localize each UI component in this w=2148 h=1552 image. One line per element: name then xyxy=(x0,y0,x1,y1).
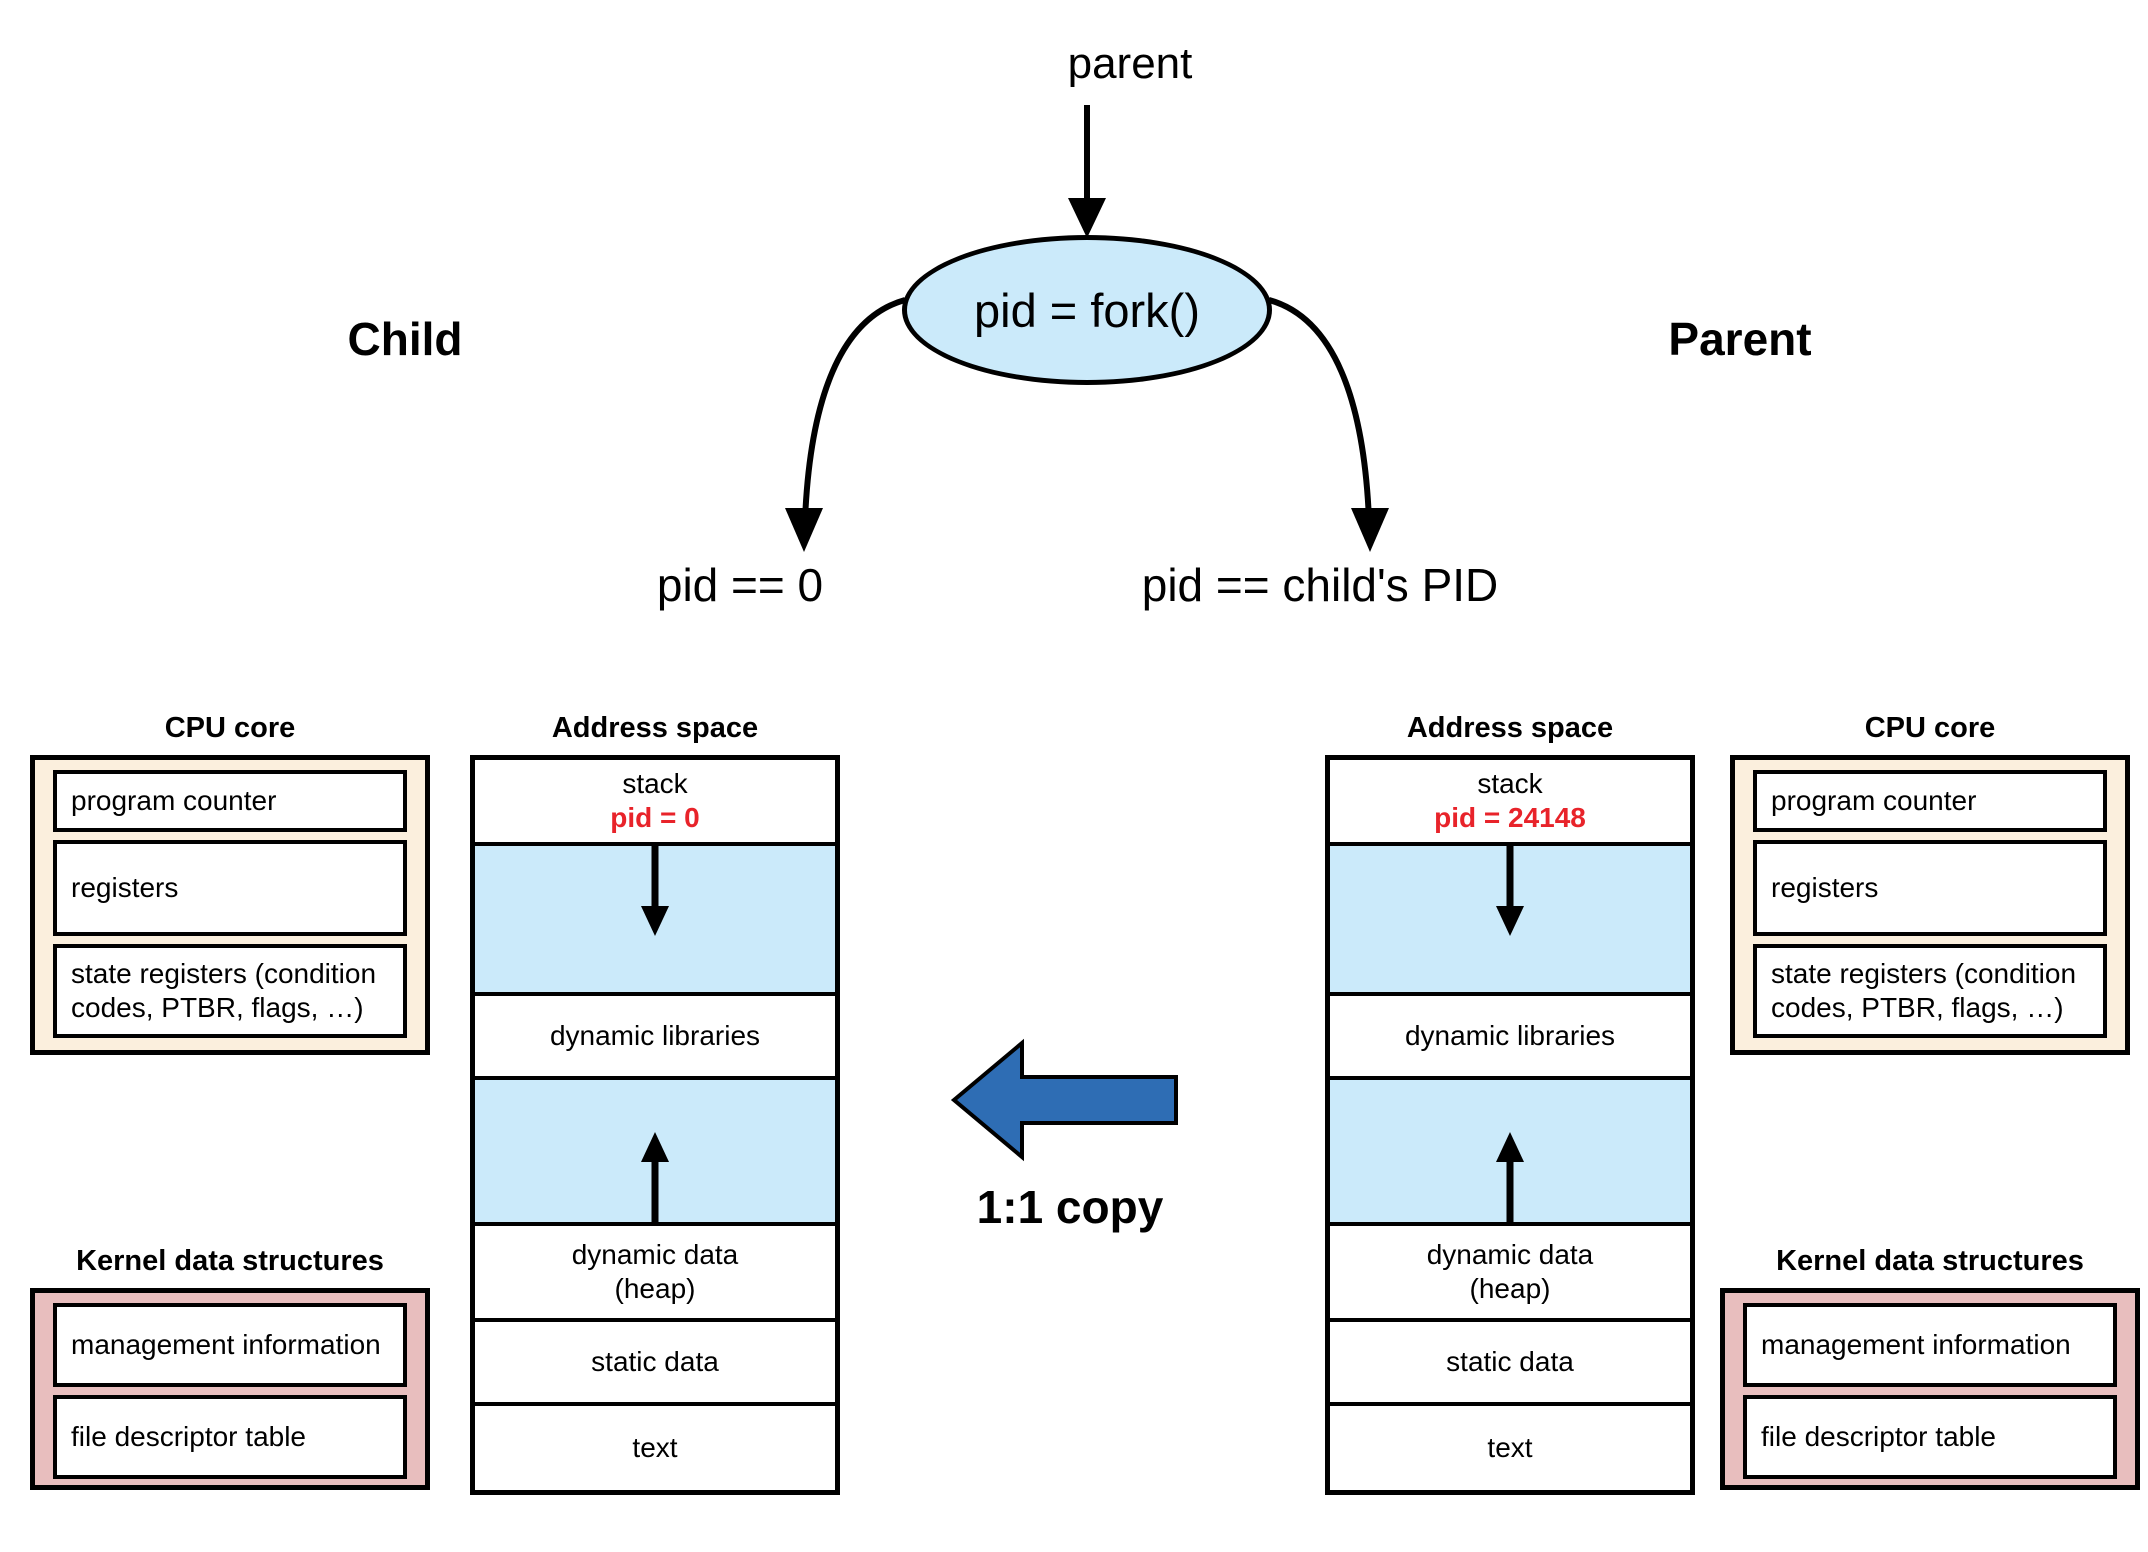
stack-grow-down-arrow xyxy=(1496,844,1524,936)
address-space-stack-growth-gap xyxy=(475,844,835,996)
kernel-row-label: file descriptor table xyxy=(1761,1421,1997,1452)
parent-pid-value: pid = 24148 xyxy=(1434,802,1586,833)
stack-grow-down-arrow xyxy=(641,844,669,936)
cpu-core-box-parent: program counter registers state register… xyxy=(1730,755,2130,1055)
cpu-row-label: state registers (condition codes, PTBR, … xyxy=(71,957,377,1023)
one-to-one-copy-label: 1:1 copy xyxy=(976,1181,1164,1233)
kernel-heading-child: Kernel data structures xyxy=(76,1245,384,1277)
kernel-row-management-information: management information xyxy=(53,1303,407,1387)
parent-entry-label: parent xyxy=(1067,39,1193,88)
segment-label: dynamic libraries xyxy=(549,1020,761,1052)
segment-label: dynamic data xyxy=(571,1239,739,1271)
parent-branch-label: pid == child's PID xyxy=(1141,559,1499,611)
address-space-heading-parent: Address space xyxy=(1406,712,1614,744)
fork-call-label: pid = fork() xyxy=(974,283,1200,337)
kernel-heading-parent: Kernel data structures xyxy=(1776,1245,2084,1277)
address-space-segment-heap: dynamic data (heap) xyxy=(1330,1226,1690,1322)
cpu-core-heading-parent: CPU core xyxy=(1864,712,1996,744)
cpu-row-registers: registers xyxy=(53,840,407,936)
kernel-row-file-descriptor-table: file descriptor table xyxy=(53,1395,407,1479)
child-pid-value: pid = 0 xyxy=(610,802,700,833)
address-space-segment-static-data: static data xyxy=(475,1322,835,1406)
kernel-row-label: file descriptor table xyxy=(71,1421,307,1452)
cpu-row-state-registers: state registers (condition codes, PTBR, … xyxy=(53,944,407,1038)
cpu-row-label: registers xyxy=(71,872,179,903)
kernel-row-label: management information xyxy=(71,1329,381,1360)
kernel-row-management-information: management information xyxy=(1743,1303,2117,1387)
cpu-row-label: program counter xyxy=(1771,785,1977,816)
address-space-heap-growth-gap xyxy=(475,1080,835,1226)
address-space-heading-child: Address space xyxy=(551,712,759,744)
cpu-row-program-counter: program counter xyxy=(53,770,407,832)
fork-flow-arrows xyxy=(785,105,1389,552)
kernel-row-file-descriptor-table: file descriptor table xyxy=(1743,1395,2117,1479)
kernel-box-child: management information file descriptor t… xyxy=(30,1288,430,1490)
address-space-segment-dynamic-libraries: dynamic libraries xyxy=(1330,996,1690,1080)
segment-label: static data xyxy=(1446,1346,1574,1378)
address-space-heap-growth-gap xyxy=(1330,1080,1690,1226)
heap-grow-up-arrow xyxy=(641,1132,669,1224)
segment-label: dynamic libraries xyxy=(1404,1020,1616,1052)
address-space-segment-stack: stack pid = 24148 xyxy=(1330,760,1690,846)
cpu-row-label: registers xyxy=(1771,872,1879,903)
address-space-box-child: stack pid = 0 dynamic libraries dynamic … xyxy=(470,755,840,1495)
cpu-row-label: state registers (condition codes, PTBR, … xyxy=(1771,957,2077,1023)
segment-label: dynamic data xyxy=(1426,1239,1594,1271)
cpu-core-box-child: program counter registers state register… xyxy=(30,755,430,1055)
cpu-row-registers: registers xyxy=(1753,840,2107,936)
address-space-segment-stack: stack pid = 0 xyxy=(475,760,835,846)
child-branch-label: pid == 0 xyxy=(656,559,824,611)
segment-label: text xyxy=(1487,1432,1533,1464)
segment-sublabel: (heap) xyxy=(614,1273,696,1304)
kernel-box-parent: management information file descriptor t… xyxy=(1720,1288,2140,1490)
segment-label: stack xyxy=(1477,768,1543,800)
segment-label: text xyxy=(632,1432,678,1464)
kernel-row-label: management information xyxy=(1761,1329,2071,1360)
segment-label: stack xyxy=(622,768,688,800)
address-space-segment-dynamic-libraries: dynamic libraries xyxy=(475,996,835,1080)
cpu-row-program-counter: program counter xyxy=(1753,770,2107,832)
cpu-row-label: program counter xyxy=(71,785,277,816)
fork-call-node: pid = fork() xyxy=(902,235,1272,385)
child-side-title: Child xyxy=(347,313,463,365)
cpu-core-heading-child: CPU core xyxy=(164,712,296,744)
address-space-box-parent: stack pid = 24148 dynamic libraries dyna… xyxy=(1325,755,1695,1495)
segment-sublabel: (heap) xyxy=(1469,1273,1551,1304)
address-space-segment-heap: dynamic data (heap) xyxy=(475,1226,835,1322)
address-space-segment-text: text xyxy=(475,1406,835,1490)
address-space-segment-text: text xyxy=(1330,1406,1690,1490)
one-to-one-copy-arrow-icon xyxy=(950,1038,1178,1162)
parent-side-title: Parent xyxy=(1668,313,1812,365)
cpu-row-state-registers: state registers (condition codes, PTBR, … xyxy=(1753,944,2107,1038)
address-space-segment-static-data: static data xyxy=(1330,1322,1690,1406)
segment-label: static data xyxy=(591,1346,719,1378)
heap-grow-up-arrow xyxy=(1496,1132,1524,1224)
address-space-stack-growth-gap xyxy=(1330,844,1690,996)
